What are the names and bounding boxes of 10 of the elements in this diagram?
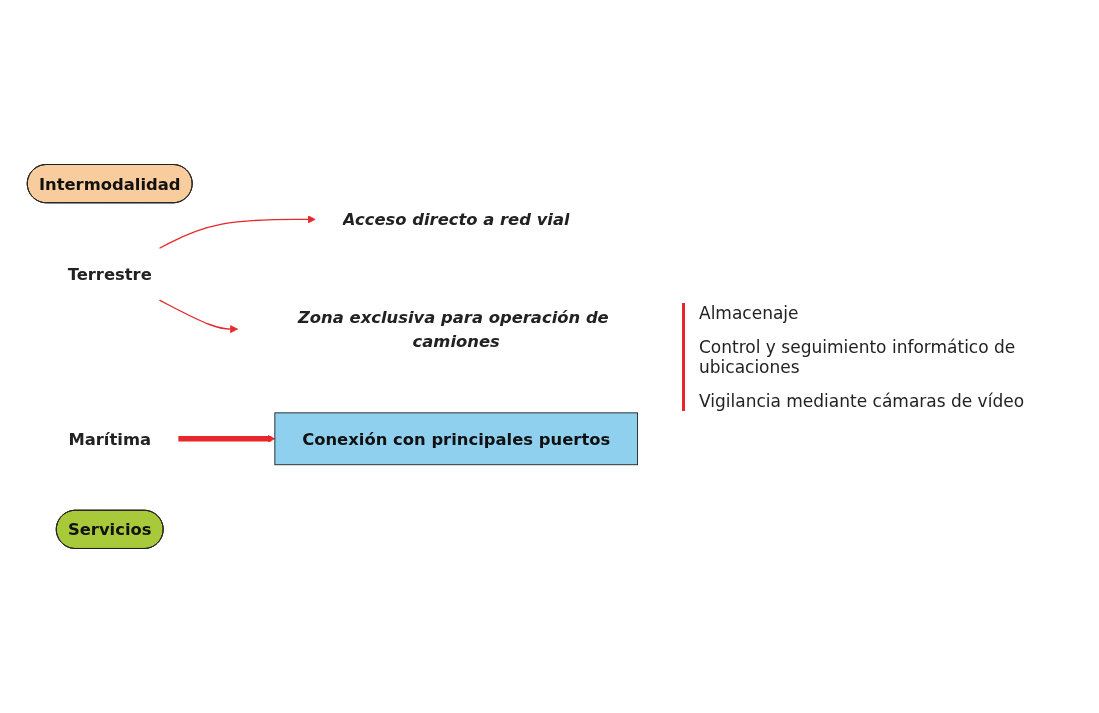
node-text: Terrestre [67,264,152,284]
arrow [158,215,316,249]
arrow [158,299,239,334]
service-item: Vigilancia mediante cámaras de vídeo [699,390,1026,411]
arrow [178,434,276,443]
service-item: Almacenaje [699,302,800,323]
node-text: Zona exclusiva para operación de camiones [297,307,609,351]
node-box: Conexión con principales puertos [274,412,639,466]
node-text: Marítima [68,429,152,449]
service-item: Control y seguimiento informático de ubicaciones [699,336,1017,377]
